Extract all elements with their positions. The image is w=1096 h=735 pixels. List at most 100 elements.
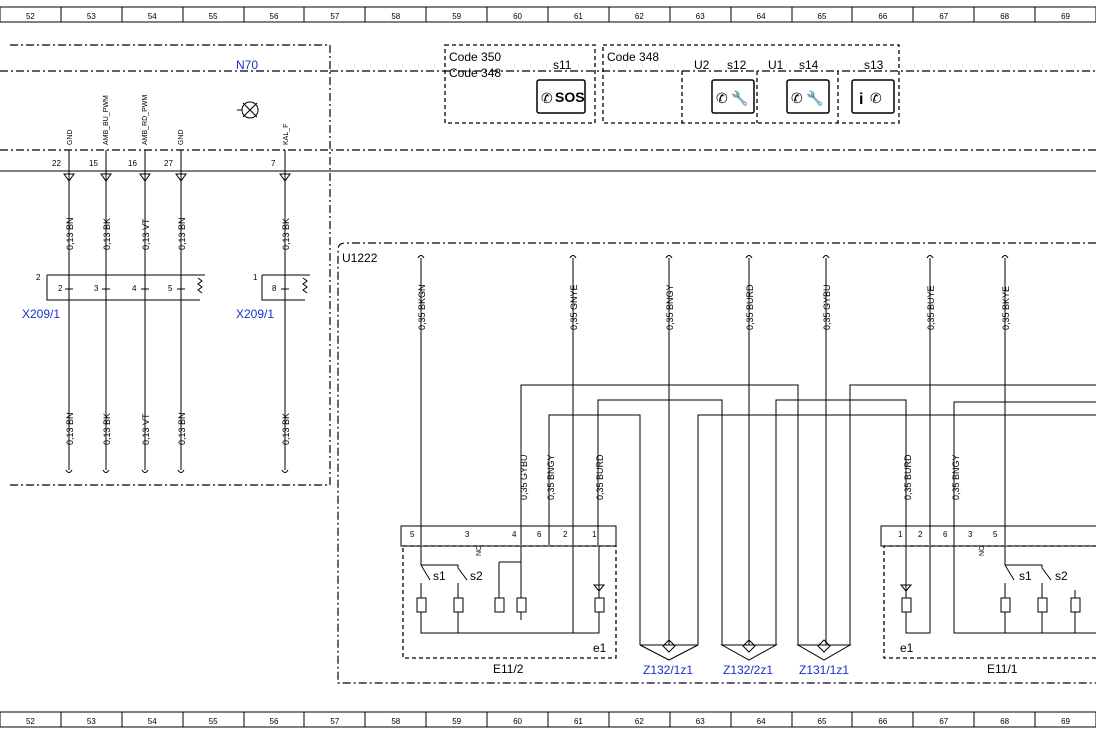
sos-text: SOS <box>555 89 585 105</box>
nc-label: NC <box>979 546 986 556</box>
n70-signal-gnd-2: GND <box>178 129 185 145</box>
ruler-number: 68 <box>1000 717 1009 726</box>
ruler-number: 61 <box>574 717 583 726</box>
connector-pin: 3 <box>94 284 99 293</box>
n70-pin-16: 16 <box>128 159 137 168</box>
wire-end-icon <box>745 255 753 259</box>
splice-label: Z131/1z1 <box>799 663 849 677</box>
ruler-number: 64 <box>757 12 766 21</box>
n70-pin-22: 22 <box>52 159 61 168</box>
wire-end-icon <box>65 469 73 473</box>
connector-pin: 2 <box>58 284 63 293</box>
wire-end-icon <box>569 255 577 259</box>
ruler-number: 52 <box>26 717 35 726</box>
ruler-number: 54 <box>148 12 157 21</box>
info-phone-button-icon: i ✆ <box>851 79 895 114</box>
e11-1-component: 1 2 6 3 5 NC s1 s2 e1 E11/1 <box>880 525 1096 676</box>
e1-label: e1 <box>900 641 914 655</box>
pin-socket-icon <box>102 285 110 290</box>
wire-end-icon <box>926 255 934 259</box>
ruler-number: 66 <box>878 717 887 726</box>
s14-label: s14 <box>799 58 819 72</box>
wrench-icon: 🔧 <box>731 89 748 107</box>
n70-pin-15: 15 <box>89 159 98 168</box>
pin-label: 6 <box>537 530 542 539</box>
ruler-number: 59 <box>452 12 461 21</box>
ruler-number: 57 <box>330 12 339 21</box>
splice-label: Z132/2z1 <box>723 663 773 677</box>
n70-signal-gnd: GND <box>67 129 74 145</box>
phone-wrench-button-icon-2: ✆ 🔧 <box>786 79 830 114</box>
n70-wire-label: 0,13 VT <box>141 413 151 445</box>
u-right-wire-bngy: 0,35 BNGY <box>951 454 961 500</box>
e1-label: e1 <box>593 641 607 655</box>
ruler-number: 69 <box>1061 717 1070 726</box>
switch-s2-label: s2 <box>1055 569 1068 583</box>
ruler-number: 69 <box>1061 12 1070 21</box>
pin-arrow-icon <box>63 173 75 182</box>
splice-z132-2z1: Z132/2z1 <box>720 639 778 677</box>
ruler-number: 52 <box>26 12 35 21</box>
wire-end-icon <box>665 255 673 259</box>
n70-wire-label: 0,13 BK <box>102 218 112 250</box>
code-348-box: Code 348 U2 s12 U1 s14 s13 ✆ 🔧 ✆ 🔧 i ✆ <box>602 44 900 124</box>
u1222-wire-label: 0,35 BUYE <box>926 285 936 330</box>
pin-label: 2 <box>563 530 568 539</box>
phone-icon: ✆ <box>541 90 553 106</box>
n70-title: N70 <box>236 58 258 72</box>
connector-x209-1-right-label: X209/1 <box>236 307 274 321</box>
ruler-number: 56 <box>270 717 279 726</box>
wire-end-icon <box>281 469 289 473</box>
u2-label: U2 <box>694 58 710 72</box>
ruler-number: 56 <box>270 12 279 21</box>
switch-s2-label: s2 <box>470 569 483 583</box>
n70-wire-label: 0,13 BK <box>102 413 112 445</box>
wire-end-icon <box>102 469 110 473</box>
n70-wire-label: 0,13 BK <box>281 218 291 250</box>
n70-wire-label: 0,13 BK <box>281 413 291 445</box>
pin-arrow-icon <box>100 173 112 182</box>
wrench-icon: 🔧 <box>806 89 823 107</box>
pin-label: 4 <box>512 530 517 539</box>
pin-label: 5 <box>993 530 998 539</box>
pin-arrow-icon <box>279 173 291 182</box>
ruler-number: 60 <box>513 12 522 21</box>
info-icon: i <box>859 91 863 108</box>
e11-1-label: E11/1 <box>987 662 1018 676</box>
pin-arrow-icon <box>139 173 151 182</box>
pin-label: 1 <box>592 530 597 539</box>
n70-wire-label: 0,13 BN <box>177 217 187 250</box>
wire-end-icon <box>417 255 425 259</box>
n70-wire-label: 0,13 BN <box>177 412 187 445</box>
ruler-number: 62 <box>635 12 644 21</box>
switch-s1-label: s1 <box>433 569 446 583</box>
switch-s1-label: s1 <box>1019 569 1032 583</box>
code-350-box: Code 350 Code 348 s11 ✆ SOS <box>444 44 596 124</box>
pin-label: 5 <box>410 530 415 539</box>
connector-x209-1-left: 2 2 3 4 5 X209/1 <box>22 273 205 321</box>
connector-pin: 8 <box>272 284 277 293</box>
n70-signal-amb-bu: AMB_BU_PWM <box>103 95 110 145</box>
u-left-wire-burd: 0,35 BURD <box>595 454 605 500</box>
wire-end-icon <box>141 469 149 473</box>
ruler-number: 53 <box>87 717 96 726</box>
ruler-number: 55 <box>209 12 218 21</box>
wire-end-icon <box>1001 255 1009 259</box>
wire-end-icon <box>822 255 830 259</box>
u1-label: U1 <box>768 58 784 72</box>
phone-icon: ✆ <box>791 90 803 106</box>
code-350-label: Code 350 <box>449 50 501 64</box>
connector-number: 2 <box>36 273 41 282</box>
n70-wire-label: 0,13 BN <box>65 217 75 250</box>
splice-z132-1z1: Z132/1z1 <box>639 639 699 677</box>
u-right-wire-burd: 0,35 BURD <box>903 454 913 500</box>
u1222-wire-label: 0,35 BKGN <box>417 284 427 330</box>
pin-socket-icon <box>65 285 73 290</box>
phone-icon: ✆ <box>870 90 882 106</box>
u1222-wire-label: 0,35 GNYE <box>569 284 579 330</box>
ruler-number: 65 <box>818 12 827 21</box>
u1222-wire-label: 0,35 BNGY <box>665 284 675 330</box>
connector-number: 1 <box>253 273 258 282</box>
n70-signal-kal: KAL_F <box>283 124 290 145</box>
